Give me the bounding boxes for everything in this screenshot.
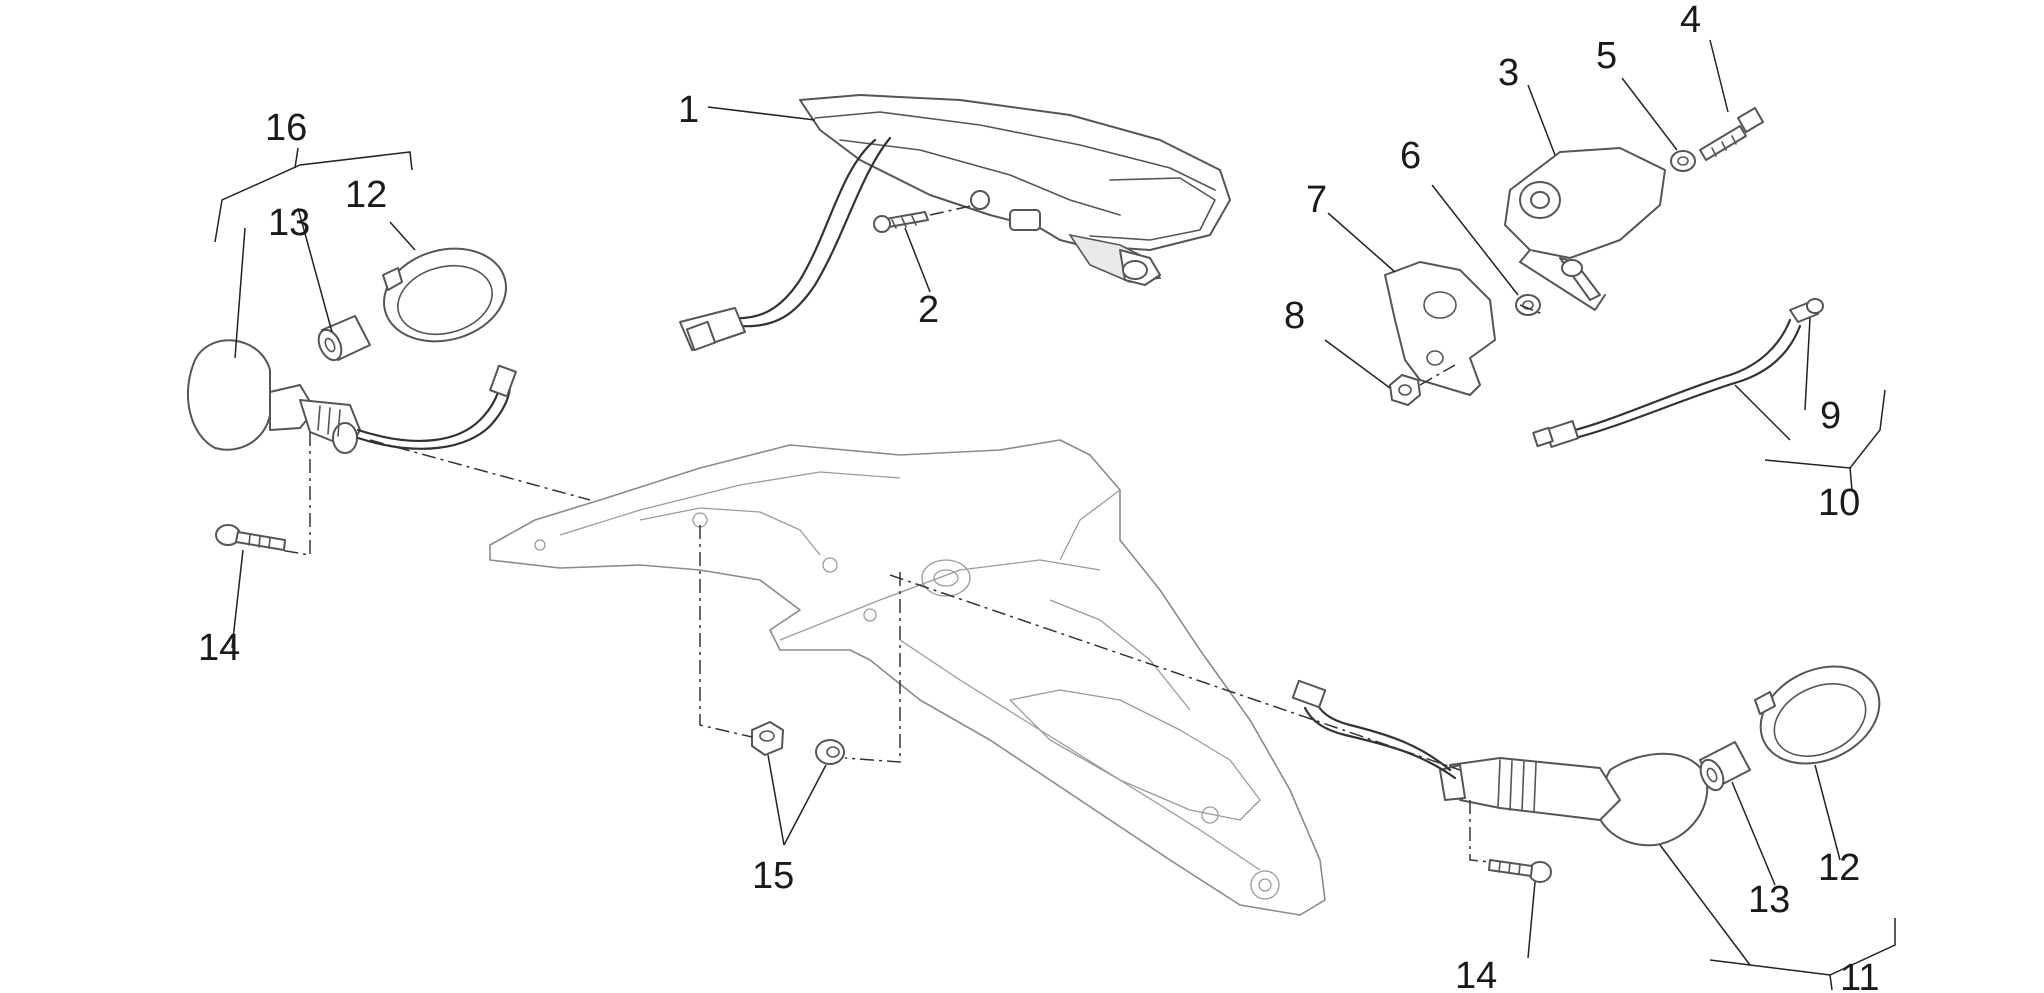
right-lens-part-12 bbox=[1754, 665, 1881, 765]
alignment-lines bbox=[279, 304, 1546, 863]
right-screw-part-14 bbox=[1488, 859, 1552, 883]
callout-10: 10 bbox=[1818, 482, 1860, 524]
right-bulb-part-13 bbox=[1699, 741, 1751, 792]
tail-light-assembly bbox=[799, 94, 1231, 286]
screw-part-2 bbox=[873, 190, 990, 233]
license-plate-light bbox=[1504, 147, 1666, 311]
callout-14-right: 14 bbox=[1455, 955, 1497, 993]
leader-lines bbox=[214, 39, 1896, 991]
screw-part-4 bbox=[1699, 107, 1764, 161]
spacer-part-6 bbox=[1515, 294, 1541, 316]
callout-16: 16 bbox=[265, 107, 307, 149]
callout-2: 2 bbox=[918, 289, 939, 331]
left-turn-signal-assembly bbox=[187, 339, 517, 454]
callout-13-left: 13 bbox=[268, 202, 310, 244]
tail-light-wire bbox=[679, 136, 892, 352]
callout-7: 7 bbox=[1306, 179, 1327, 221]
callout-12-right: 12 bbox=[1818, 847, 1860, 889]
callout-4: 4 bbox=[1680, 0, 1701, 41]
grommet-part-15-b bbox=[815, 739, 845, 765]
callout-13-right: 13 bbox=[1748, 879, 1790, 921]
callout-11: 11 bbox=[1840, 957, 1879, 993]
callout-labels: 1 2 3 4 5 6 7 8 9 10 11 12 13 14 15 14 1… bbox=[198, 0, 1879, 993]
callout-15: 15 bbox=[752, 855, 794, 897]
callout-5: 5 bbox=[1596, 35, 1617, 77]
washer-part-5 bbox=[1670, 150, 1696, 172]
left-bulb-part-13 bbox=[317, 315, 371, 362]
callout-9: 9 bbox=[1820, 395, 1841, 437]
wire-harness-part-10 bbox=[1532, 298, 1824, 448]
callout-14-left: 14 bbox=[198, 627, 240, 669]
left-lens-part-12 bbox=[382, 247, 508, 343]
nut-part-8 bbox=[1389, 374, 1421, 406]
callout-3: 3 bbox=[1498, 52, 1519, 94]
callout-1: 1 bbox=[678, 89, 699, 131]
rear-frame-bracket bbox=[489, 439, 1326, 916]
right-turn-signal-assembly bbox=[1291, 679, 1709, 847]
bracket-plate-part-7 bbox=[1384, 261, 1496, 396]
left-screw-part-14 bbox=[215, 524, 286, 551]
callout-8: 8 bbox=[1284, 295, 1305, 337]
callout-6: 6 bbox=[1400, 135, 1421, 177]
grommet-part-15-a bbox=[751, 721, 784, 756]
callout-12-left: 12 bbox=[345, 174, 387, 216]
